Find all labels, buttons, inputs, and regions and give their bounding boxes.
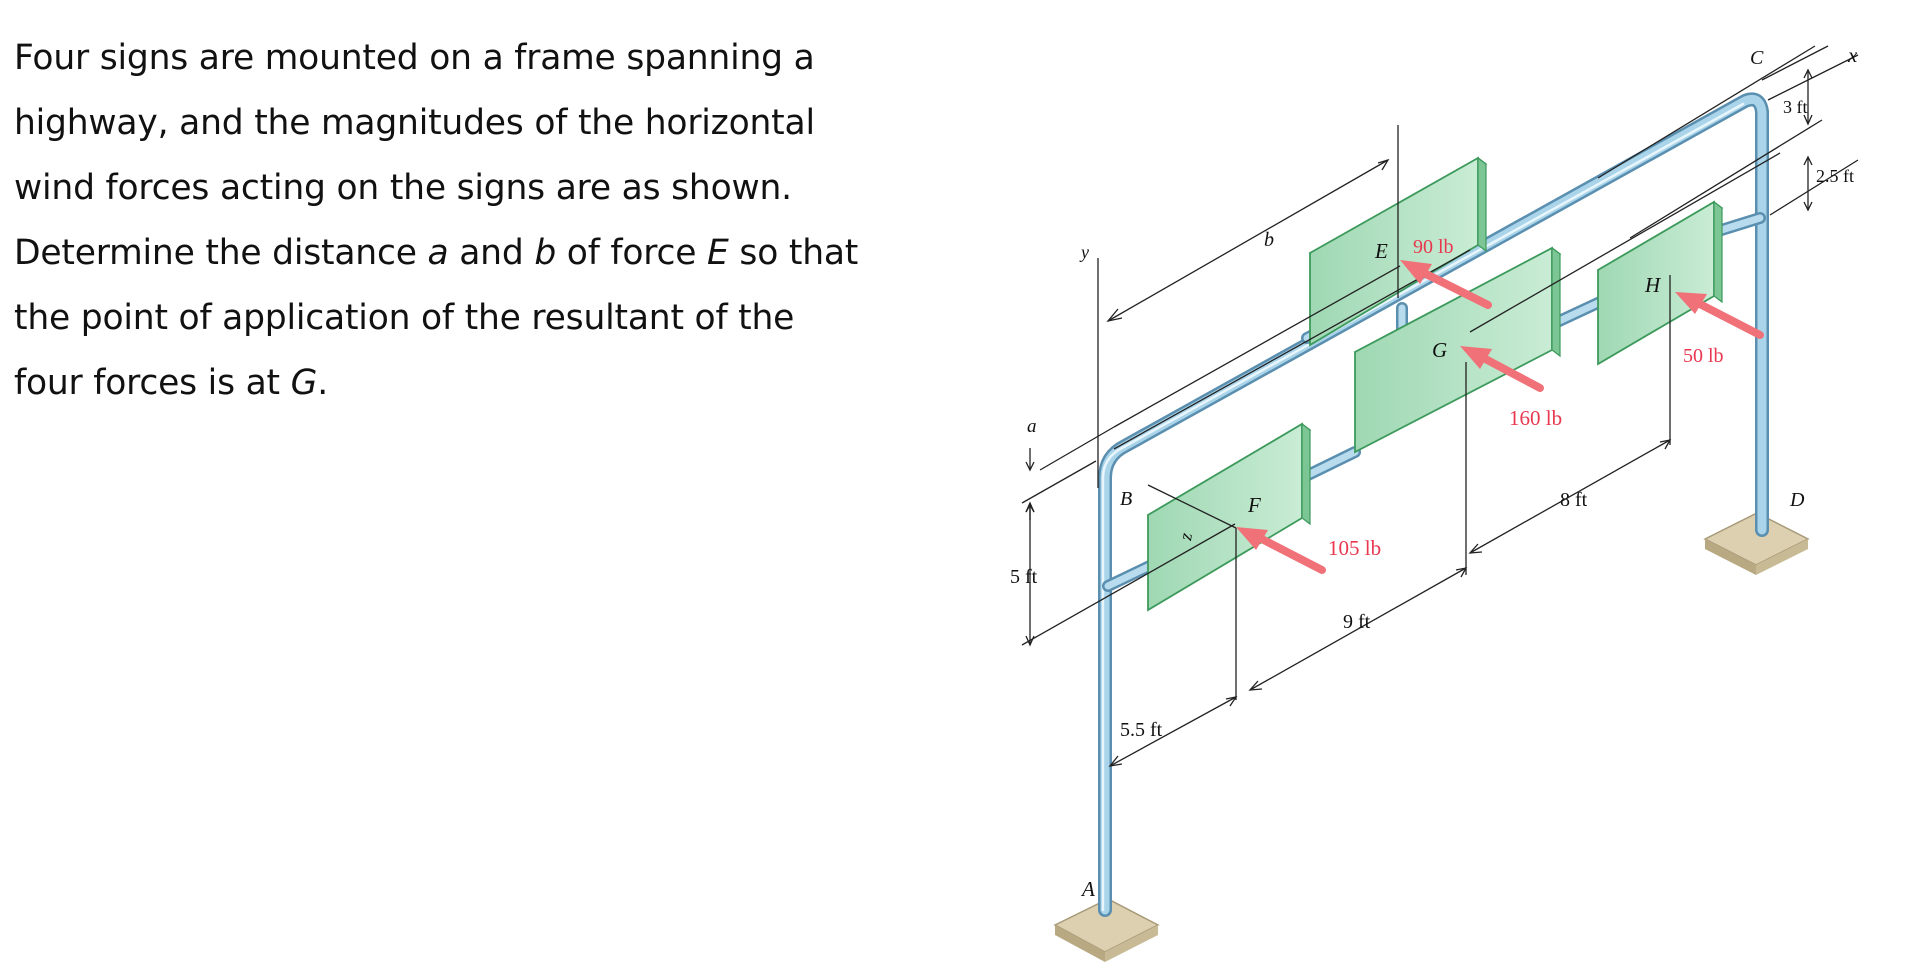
sign-G [1353,246,1562,454]
sign-F [1146,422,1312,612]
label-y-axis: y [1079,242,1089,262]
sign-H [1596,200,1724,366]
dimension-lines [1021,45,1859,767]
label-b: b [1264,229,1274,251]
label-x-axis: x [1847,43,1858,67]
problem-line-4: Determine the distance a and b of force … [14,233,859,273]
var-b: b [534,233,557,273]
arrow-F [1236,527,1326,574]
label-z-axis: z [1175,531,1196,542]
force-H-value: 50 lb [1683,345,1724,367]
force-arrows [1236,260,1764,574]
var-a: a [427,233,449,273]
base-A [1053,898,1160,962]
dim-5ft: 5 ft [1010,566,1038,588]
problem-line-6: four forces is at G. [14,363,328,403]
dim-5-5ft: 5.5 ft [1120,719,1163,741]
problem-line-2: highway, and the magnitudes of the horiz… [14,103,815,143]
label-B: B [1120,488,1132,510]
label-A: A [1080,877,1095,901]
label-D: D [1789,489,1805,511]
label-H: H [1644,273,1662,297]
arrow-G [1460,346,1544,392]
label-G: G [1432,338,1447,362]
label-C: C [1750,47,1764,69]
label-a: a [1027,416,1037,437]
var-G: G [290,363,318,403]
dim-3ft: 3 ft [1783,97,1808,117]
label-E: E [1374,239,1388,263]
problem-line-1: Four signs are mounted on a frame spanni… [14,38,815,78]
diagram-labels: C x 3 ft 2.5 ft y b E 90 lb H G 50 lb 16… [1010,43,1858,901]
force-E-value: 90 lb [1413,236,1454,258]
var-E: E [707,233,729,273]
force-G-value: 160 lb [1509,406,1562,430]
force-F-value: 105 lb [1328,536,1381,560]
dim-2-5ft: 2.5 ft [1816,166,1854,186]
problem-statement: Four signs are mounted on a frame spanni… [14,26,974,416]
arrow-E [1400,260,1492,309]
dim-8ft: 8 ft [1560,489,1588,511]
label-F: F [1247,493,1261,517]
problem-line-3: wind forces acting on the signs are as s… [14,168,792,208]
arrow-H [1675,292,1764,339]
dim-9ft: 9 ft [1343,611,1371,633]
problem-line-5: the point of application of the resultan… [14,298,795,338]
base-D [1703,512,1810,575]
